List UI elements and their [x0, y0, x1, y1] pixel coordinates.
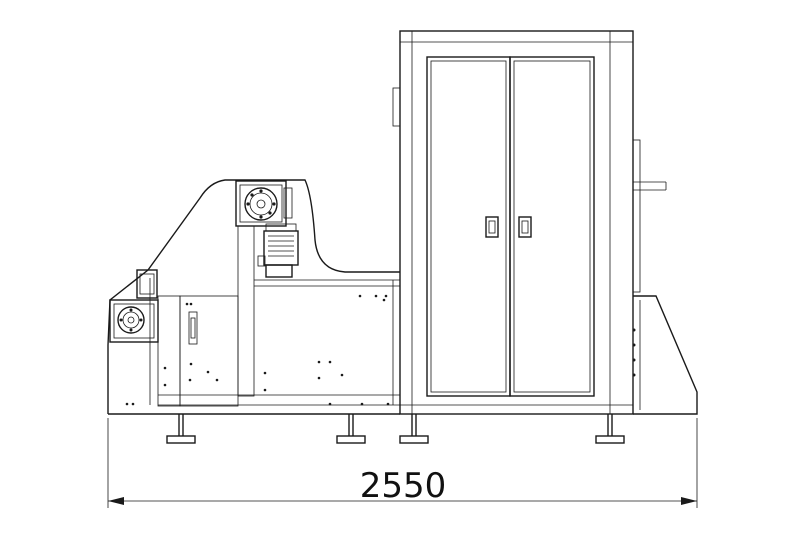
- cabinet-door-right: [509, 56, 595, 397]
- leveling-foot-3: [399, 414, 429, 444]
- lower-gearbox: [109, 269, 159, 343]
- leveling-foot-4: [595, 414, 625, 444]
- arrowhead-right: [681, 497, 697, 505]
- door-handle-left: [485, 216, 499, 238]
- left-frame: [107, 179, 400, 415]
- arrowhead-left: [108, 497, 124, 505]
- cabinet: [392, 30, 667, 415]
- leveling-foot-2: [336, 414, 366, 444]
- slot-detail: [188, 311, 198, 345]
- overall-width-dimension: 2550: [107, 418, 698, 508]
- cabinet-side-brace: [632, 295, 698, 415]
- leveling-foot-1: [166, 414, 196, 444]
- drive-motor: [257, 223, 299, 278]
- cabinet-door-left: [426, 56, 511, 397]
- upper-gearbox: [235, 180, 293, 227]
- door-handle-right: [518, 216, 532, 238]
- dimension-label: 2550: [360, 466, 447, 506]
